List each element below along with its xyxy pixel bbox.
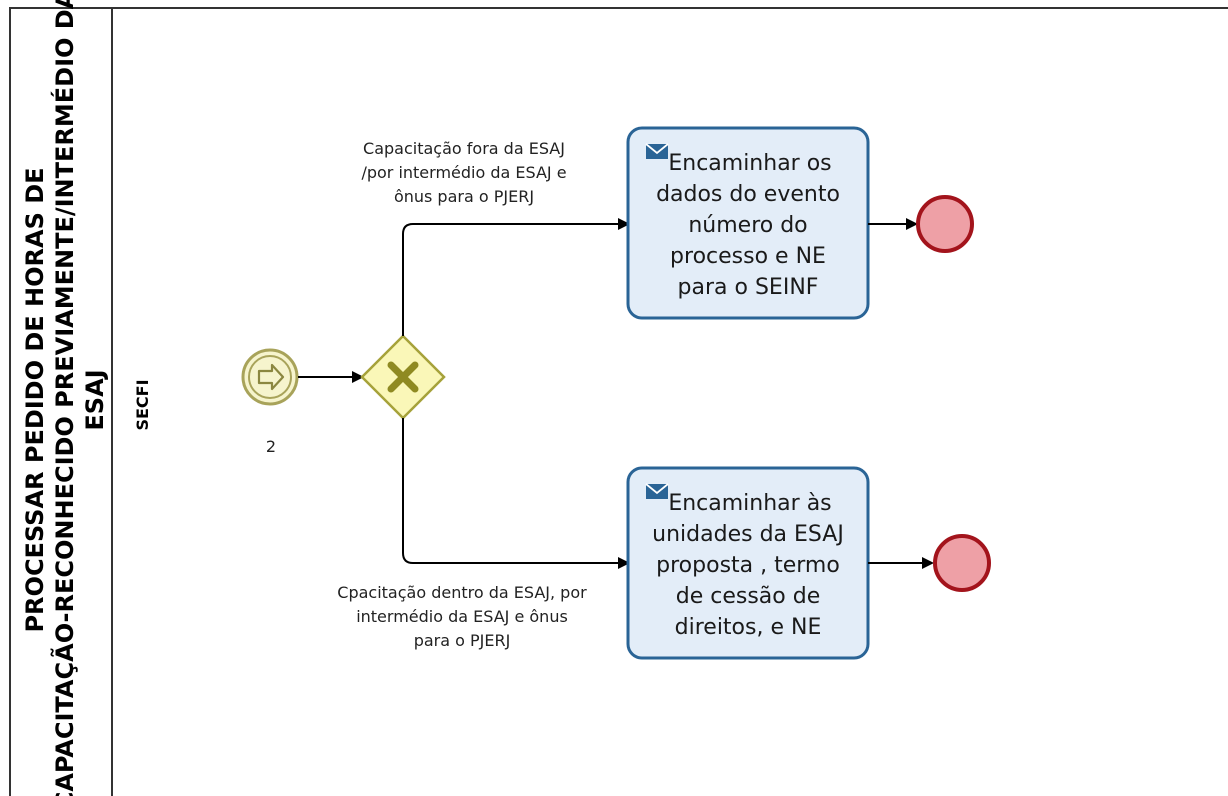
x-icon xyxy=(387,361,419,393)
task-1-line-4: processo e NE xyxy=(670,244,826,269)
flow-label-lower: Cpacitação dentro da ESAJ, por intermédi… xyxy=(337,583,587,650)
envelope-icon xyxy=(645,143,669,159)
pool-title-line-2: CAPACITAÇÃO-RECONHECIDO PREVIAMENTE/INTE… xyxy=(50,0,79,796)
end-event-1[interactable] xyxy=(916,195,974,253)
task-2-line-4: de cessão de xyxy=(676,584,820,609)
flow-label-upper-line-3: ônus para o PJERJ xyxy=(394,187,534,206)
task-2-line-2: unidades da ESAJ xyxy=(652,522,844,547)
pool-title-line-1: PROCESSAR PEDIDO DE HORAS DE xyxy=(21,167,49,632)
arrow-message-icon xyxy=(257,363,285,391)
task-1[interactable]: Encaminhar os dados do evento número do … xyxy=(626,126,870,320)
lane-title: SECFI xyxy=(133,379,152,430)
task-1-line-1: Encaminhar os xyxy=(668,151,831,176)
end-event-2[interactable] xyxy=(933,534,991,592)
flow-gateway-to-task-2 xyxy=(402,418,630,569)
flow-label-upper-line-1: Capacitação fora da ESAJ xyxy=(363,139,565,158)
flow-label-lower-line-3: para o PJERJ xyxy=(414,631,511,650)
task-2-line-3: proposta , termo xyxy=(656,553,840,578)
task-1-line-2: dados do evento xyxy=(656,182,840,207)
task-1-line-3: número do xyxy=(688,213,807,238)
task-2-line-1: Encaminhar às xyxy=(668,491,831,516)
flow-label-lower-line-1: Cpacitação dentro da ESAJ, por xyxy=(337,583,587,602)
pool-title-line-3: ESAJ xyxy=(81,369,109,430)
task-1-line-5: para o SEINF xyxy=(678,275,819,300)
pool-frame xyxy=(9,7,1228,796)
flow-label-upper: Capacitação fora da ESAJ /por intermédio… xyxy=(361,139,566,206)
flow-label-lower-line-2: intermédio da ESAJ e ônus xyxy=(356,607,568,626)
task-2[interactable]: Encaminhar às unidades da ESAJ proposta … xyxy=(626,466,870,660)
flow-gateway-to-task-1 xyxy=(402,218,630,336)
task-2-line-5: direitos, e NE xyxy=(675,615,822,640)
flow-label-upper-line-2: /por intermédio da ESAJ e xyxy=(361,163,566,182)
start-event[interactable] xyxy=(241,348,299,406)
envelope-icon xyxy=(645,483,669,499)
pool-title: PROCESSAR PEDIDO DE HORAS DE CAPACITAÇÃO… xyxy=(21,0,109,796)
exclusive-gateway[interactable] xyxy=(360,334,446,420)
start-event-label: 2 xyxy=(266,437,276,456)
